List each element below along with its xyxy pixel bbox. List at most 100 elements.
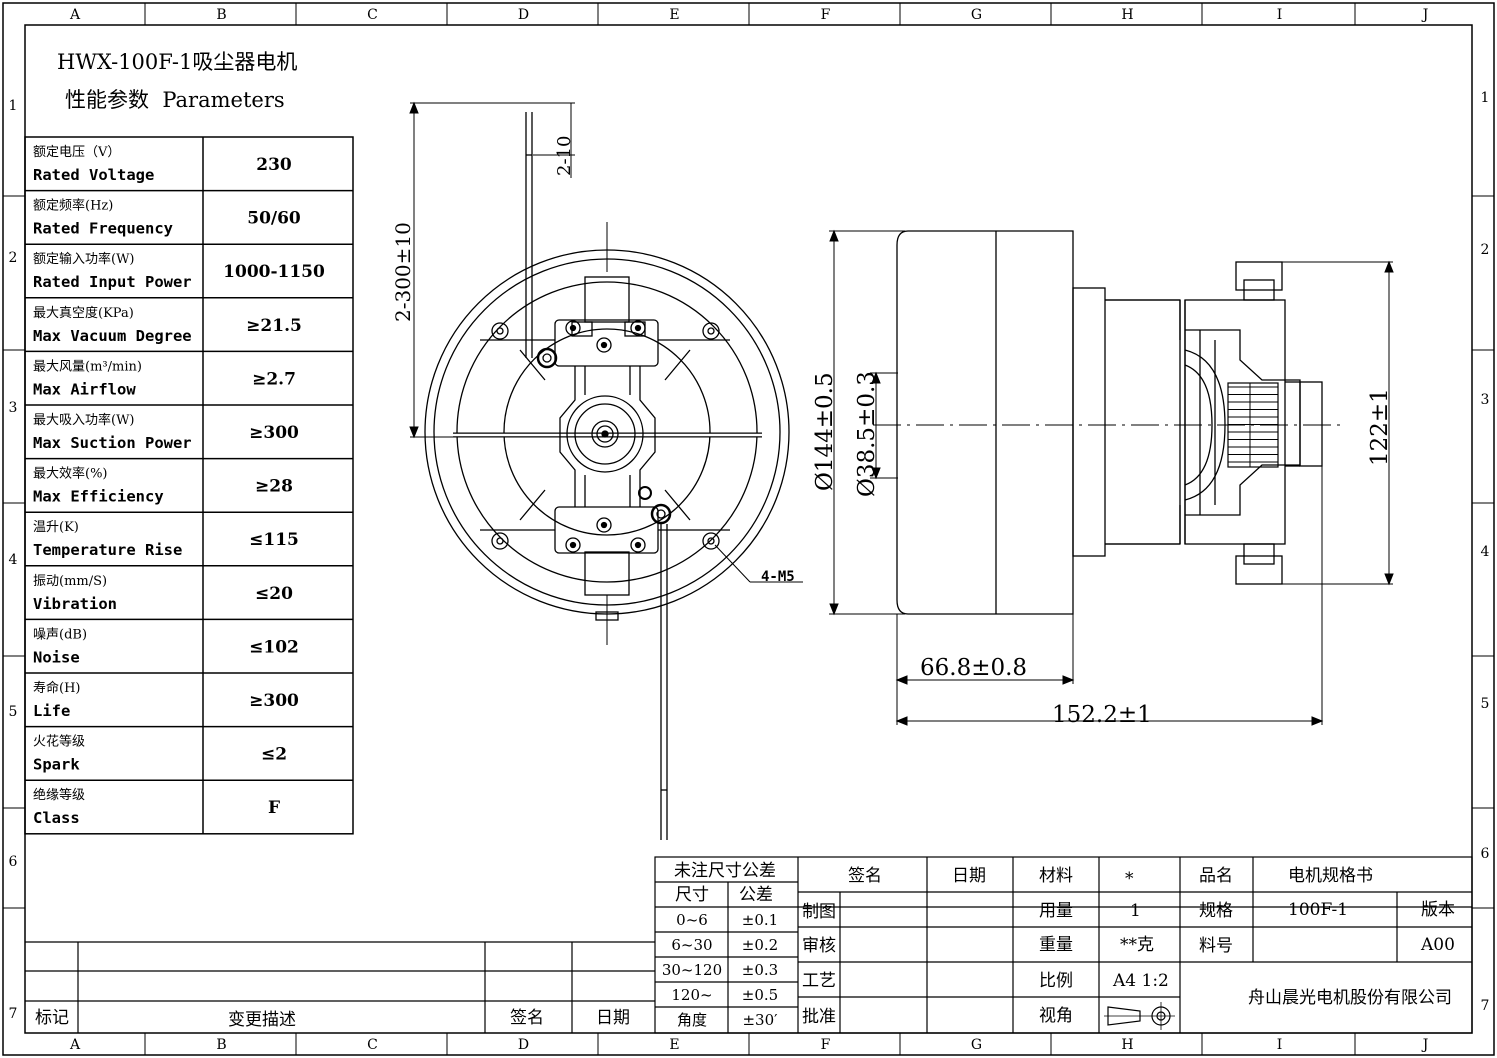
version-value: A00	[1420, 935, 1455, 955]
weight-label: 重量	[1039, 935, 1073, 955]
tolerance-title: 未注尺寸公差	[674, 861, 776, 881]
tolerance-size: 0~6	[676, 911, 708, 929]
zone-column-label: C	[367, 1037, 378, 1053]
parameter-row: 温升(K)Temperature Rise≤115	[33, 520, 299, 559]
shaft-diameter-dimension: Ø38.5±0.3	[854, 371, 880, 497]
parameter-cn-label: 最大吸入功率(W)	[33, 412, 135, 428]
zone-column-label: D	[518, 7, 529, 23]
zone-row-label: 1	[1481, 90, 1490, 106]
tolerance-size: 角度	[677, 1011, 707, 1029]
parameter-cn-label: 最大真空度(KPa)	[33, 305, 134, 321]
parameter-row: 寿命(H)Life≥300	[33, 680, 299, 720]
zone-row-label: 4	[9, 552, 18, 568]
usage-label: 用量	[1039, 901, 1073, 921]
scale-value: A4 1:2	[1112, 971, 1169, 991]
zone-column-label: H	[1121, 7, 1133, 23]
parameter-cn-label: 振动(mm/S)	[33, 574, 107, 589]
tolerance-value: ±0.3	[742, 961, 778, 979]
parameter-value: ≥21.5	[246, 316, 302, 336]
zone-column-label: A	[69, 1037, 81, 1053]
parameter-row: 最大吸入功率(W) Max Suction Power ≥300	[33, 412, 299, 452]
role-approver: 批准	[802, 1007, 836, 1027]
part-number-label: 料号	[1199, 936, 1233, 956]
view-angle-label: 视角	[1039, 1006, 1073, 1026]
parameter-en-label: Life	[33, 702, 70, 720]
tolerance-value: ±0.2	[742, 936, 778, 954]
zone-column-label: F	[821, 1037, 831, 1053]
parameter-en-label: Vibration	[33, 595, 117, 613]
material-label: 材料	[1039, 866, 1073, 886]
parameter-cn-label: 最大风量(m³/min)	[33, 359, 142, 374]
parameter-value: ≤102	[249, 637, 299, 657]
zone-column-label: D	[518, 1037, 529, 1053]
zone-row-label: 5	[9, 704, 18, 720]
parameter-value: ≥2.7	[252, 369, 296, 389]
parameter-value: 1000-1150	[223, 262, 325, 282]
product-name-label: 品名	[1199, 866, 1233, 886]
scale-label: 比例	[1039, 971, 1073, 991]
company-name: 舟山晨光电机股份有限公司	[1248, 988, 1452, 1008]
zone-row-label: 1	[9, 98, 18, 114]
revision-date-header: 日期	[596, 1008, 630, 1028]
parameter-value: ≥28	[255, 477, 293, 497]
strip-length-dimension: 2-10	[554, 136, 575, 176]
parameter-value: ≤20	[255, 584, 293, 604]
zone-row-label: 2	[1481, 242, 1490, 258]
parameter-row: 最大风量(m³/min)Max Airflow≥2.7	[33, 359, 296, 398]
material-value: *	[1125, 869, 1134, 889]
parameter-cn-label: 绝缘等级	[33, 787, 85, 803]
zone-column-label: F	[821, 7, 831, 23]
parameter-value: ≥300	[249, 691, 299, 711]
parameter-en-label: Temperature Rise	[33, 541, 182, 559]
role-reviewer: 审核	[802, 936, 836, 956]
zone-column-ticks	[144, 3, 1356, 1055]
parameter-value: ≥300	[249, 423, 299, 443]
signature-sign-header: 签名	[848, 866, 882, 886]
parameter-en-label: Max Vacuum Degree	[33, 327, 192, 345]
zone-column-label: J	[1421, 1037, 1429, 1053]
zone-row-label: 6	[9, 854, 18, 870]
zone-column-label: E	[669, 7, 679, 23]
tolerance-value: ±0.1	[742, 911, 778, 929]
version-label: 版本	[1421, 900, 1455, 920]
weight-value: **克	[1120, 935, 1154, 955]
parameter-cn-label: 额定电压（V）	[33, 145, 120, 160]
parameter-cn-label: 额定输入功率(W)	[33, 251, 135, 267]
tolerance-size-header: 尺寸	[675, 885, 709, 905]
parameter-en-label: Max Suction Power	[33, 434, 192, 452]
tolerance-size: 6~30	[671, 936, 712, 954]
mount-holes-label: 4-M5	[761, 569, 795, 585]
zone-row-label: 3	[9, 400, 18, 416]
zone-row-label: 5	[1481, 696, 1490, 712]
product-name-value: 电机规格书	[1288, 866, 1373, 886]
parameter-cn-label: 温升(K)	[33, 520, 79, 535]
motor-front-view	[424, 112, 803, 840]
parameter-row: 最大真空度(KPa) Max Vacuum Degree ≥21.5	[33, 305, 302, 345]
zone-column-label: B	[216, 1037, 226, 1053]
side-view-dimensions	[829, 229, 1394, 726]
role-process: 工艺	[802, 971, 836, 991]
zone-column-label: I	[1277, 7, 1283, 23]
total-length-dimension: 152.2±1	[1052, 702, 1152, 728]
title-block-text: 标记 变更描述 签名 日期 未注尺寸公差 尺寸 公差 0~6±0.16~30±0…	[35, 861, 1455, 1030]
parameter-row: 噪声(dB)Noise≤102	[33, 627, 299, 666]
zone-column-label: E	[669, 1037, 679, 1053]
fan-diameter-dimension: 122±1	[1367, 388, 1393, 466]
zone-column-label: B	[216, 7, 226, 23]
parameter-en-label: Class	[33, 809, 80, 827]
zone-column-label: J	[1421, 7, 1429, 23]
drawing-title: HWX-100F-1吸尘器电机	[57, 50, 297, 74]
revision-mark-header: 标记	[35, 1008, 69, 1028]
parameter-cn-label: 额定频率(Hz)	[33, 198, 113, 214]
zone-row-label: 3	[1481, 392, 1490, 408]
